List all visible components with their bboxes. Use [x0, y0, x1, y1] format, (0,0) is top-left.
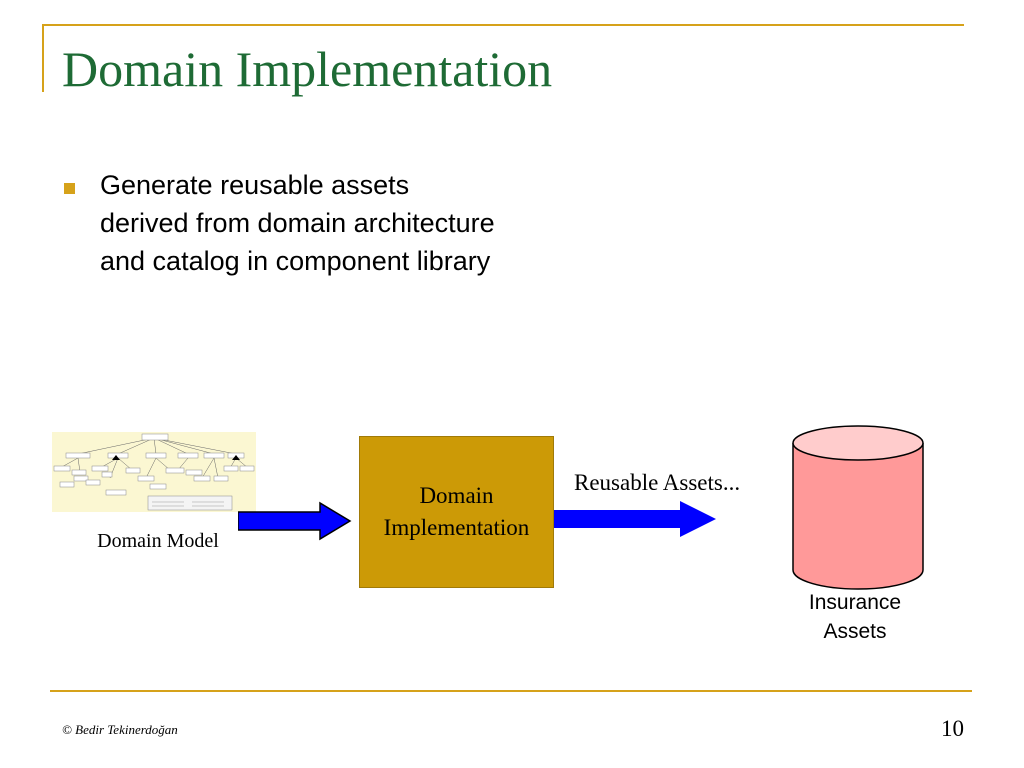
insurance-assets-line2: Assets — [823, 620, 887, 643]
insurance-assets-line1: Insurance — [808, 591, 902, 614]
reusable-assets-label: Reusable Assets... — [574, 470, 741, 495]
flow-arrow-icon — [554, 501, 716, 537]
domain-model-label: Domain Model — [97, 530, 219, 552]
insurance-assets-label: Insurance Assets — [780, 588, 930, 646]
flow-arrow-icon — [238, 501, 352, 541]
implementation-box-line2: Implementation — [383, 515, 530, 540]
domain-implementation-box: Domain Implementation — [359, 436, 554, 588]
page-number: 10 — [941, 716, 964, 741]
implementation-box-line1: Domain — [419, 483, 494, 508]
slide-title: Domain Implementation — [62, 41, 553, 97]
database-cylinder-icon — [792, 425, 924, 590]
footer-rule — [50, 690, 972, 692]
domain-model-thumbnail — [52, 432, 256, 512]
top-frame-rule — [42, 24, 964, 26]
bullet-square-icon — [64, 183, 75, 194]
left-frame-rule — [42, 24, 44, 92]
copyright-text: © Bedir Tekinerdoğan — [62, 722, 178, 737]
bullet-text: Generate reusable assets derived from do… — [100, 170, 495, 276]
